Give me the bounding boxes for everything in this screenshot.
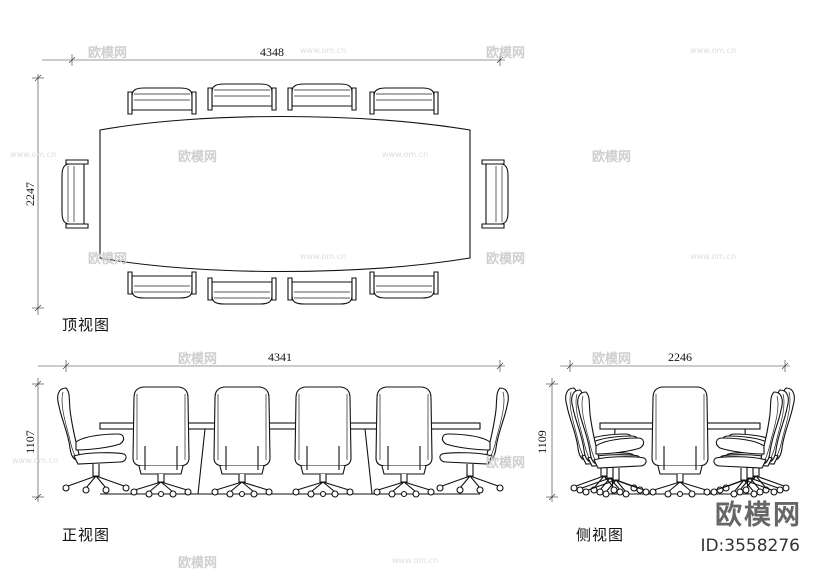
brand-logo: 欧模网 <box>715 500 802 531</box>
watermark-tile: 欧模网 <box>592 150 632 165</box>
watermark-tile: 欧模网 <box>88 46 128 61</box>
side-view-label: 侧视图 <box>576 526 625 544</box>
watermark-tile: 欧模网 <box>178 352 218 367</box>
side-height-dim: 1109 <box>535 430 549 454</box>
front-table-top <box>99 422 481 430</box>
side-width-dim: 2246 <box>668 350 692 364</box>
watermark-tile: 欧模网 <box>88 252 128 267</box>
watermark-url: www.om.cn <box>10 150 57 159</box>
watermark-url: www.om.cn <box>382 150 429 159</box>
top-view-label: 顶视图 <box>62 316 111 334</box>
front-height-dim: 1107 <box>23 430 37 454</box>
watermark-tile: 欧模网 <box>486 456 526 471</box>
watermark-url: www.om.cn <box>300 252 347 261</box>
top-depth-dim: 2247 <box>23 182 37 206</box>
watermark-tile: 欧模网 <box>592 352 632 367</box>
watermark-url: www.om.cn <box>300 46 347 55</box>
side-view: 2246 1109 <box>535 350 795 502</box>
watermark-url: www.om.cn <box>12 456 59 465</box>
front-view-label: 正视图 <box>62 526 111 544</box>
watermark-url: www.om.cn <box>690 46 737 55</box>
asset-id: ID:3558276 <box>700 536 800 556</box>
watermark-url: www.om.cn <box>690 252 737 261</box>
watermark-url: www.om.cn <box>392 556 439 565</box>
watermark-tile: 欧模网 <box>486 46 526 61</box>
top-width-dim: 4348 <box>260 45 284 59</box>
conference-table-top <box>99 115 471 273</box>
watermark-tile: 欧模网 <box>486 252 526 267</box>
watermark-tile: 欧模网 <box>178 556 218 571</box>
watermark-tile: 欧模网 <box>178 150 218 165</box>
top-view: 4348 2247 <box>23 45 509 315</box>
front-width-dim: 4341 <box>268 350 292 364</box>
front-view: 4341 1107 <box>23 350 509 502</box>
